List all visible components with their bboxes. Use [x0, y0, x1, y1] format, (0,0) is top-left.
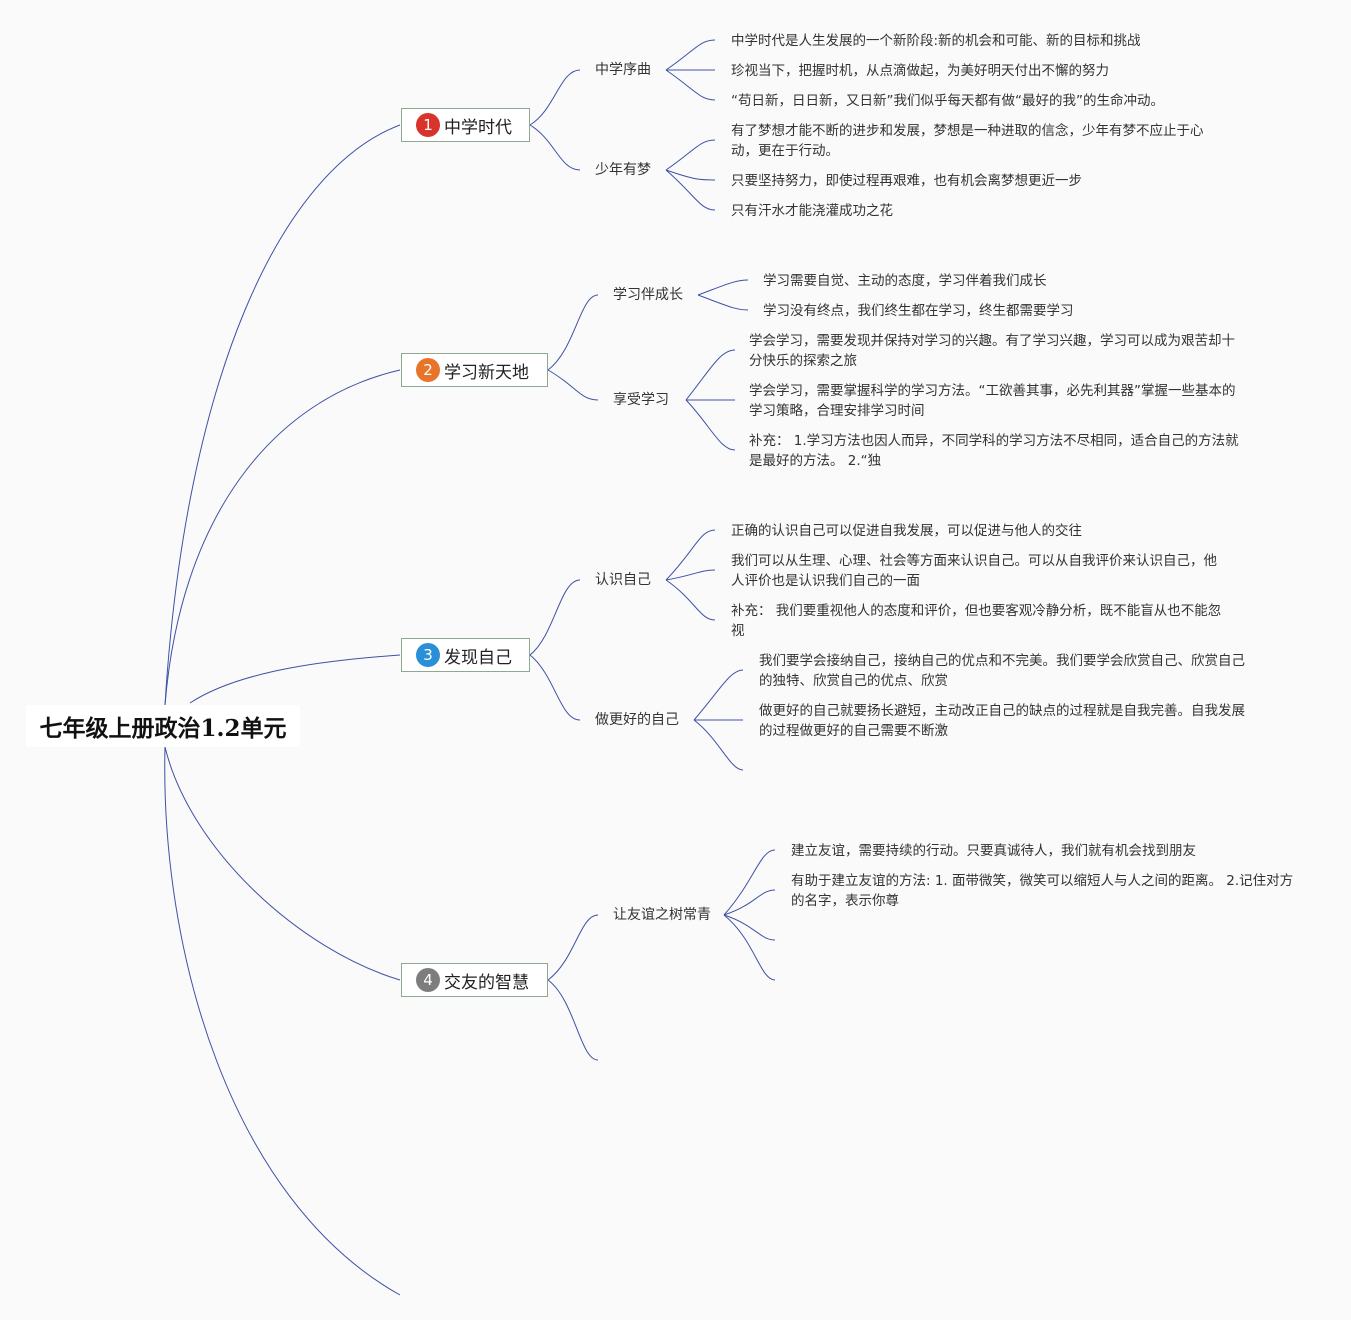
leaf-2-1-1[interactable]: 学习需要自觉、主动的态度，学习伴着我们成长	[763, 273, 1047, 289]
link-topic1-sub2	[529, 124, 581, 171]
link-t1s2-leaf3	[665, 169, 716, 211]
subtopic-3-2[interactable]: 做更好的自己	[595, 712, 679, 728]
leaf-1-1-1[interactable]: 中学时代是人生发展的一个新阶段:新的机会和可能、新的目标和挑战	[731, 33, 1141, 49]
number-badge-4: 4	[416, 968, 440, 992]
leaf-1-2-3[interactable]: 只有汗水才能浇灌成功之花	[731, 203, 893, 219]
link-t3s1-leaf3	[665, 579, 716, 621]
leaf-1-2-1[interactable]: 有了梦想才能不断的进步和发展，梦想是一种进取的信念，少年有梦不应止于心动，更在于…	[731, 123, 1204, 159]
topic-4[interactable]: 4 交友的智慧	[401, 963, 548, 997]
link-t1s2-leaf2	[665, 169, 716, 181]
link-root-topic-1	[164, 124, 401, 706]
root-title: 七年级上册政治1.2单元	[39, 715, 287, 742]
leaf-2-2-3[interactable]: 补充： 1.学习方法也因人而异，不同学科的学习方法不尽相同，适合自己的方法就是最…	[749, 433, 1239, 469]
number-badge-2: 2	[416, 358, 440, 382]
link-t2s2-leaf3	[685, 399, 736, 451]
link-topic3-sub2	[529, 654, 581, 721]
link-root-topic-3	[189, 654, 401, 704]
leaf-2-1-2[interactable]: 学习没有终点，我们终生都在学习，终生都需要学习	[763, 303, 1074, 319]
link-t3s1-leaf1	[665, 529, 716, 581]
number-badge-1: 1	[416, 113, 440, 137]
link-t1s1-leaf3	[665, 69, 716, 101]
link-topic4-sub1	[547, 914, 599, 981]
link-topic3-sub1	[529, 579, 581, 656]
leaf-2-2-1[interactable]: 学会学习，需要发现并保持对学习的兴趣。有了学习兴趣，学习可以成为艰苦却十分快乐的…	[749, 333, 1235, 369]
leaf-4-1-2[interactable]: 有助于建立友谊的方法: 1. 面带微笑，微笑可以缩短人与人之间的距离。 2.记住…	[791, 873, 1294, 909]
link-t4s1-leaf1	[723, 849, 776, 916]
link-t4s1-leaf3	[723, 914, 776, 941]
link-topic4-sub2	[547, 979, 599, 1061]
leaf-1-1-2[interactable]: 珍视当下，把握时机，从点滴做起，为美好明天付出不懈的努力	[731, 63, 1109, 79]
leaf-1-2-2[interactable]: 只要坚持努力，即使过程再艰难，也有机会离梦想更近一步	[731, 173, 1082, 189]
link-root-topic-4	[164, 746, 401, 981]
topic-4-label: 交友的智慧	[444, 972, 529, 993]
link-t4s1-leaf2	[723, 889, 776, 916]
topic-3[interactable]: 3 发现自己	[401, 638, 530, 672]
leaf-3-2-1[interactable]: 我们要学会接纳自己，接纳自己的优点和不完美。我们要学会欣赏自己、欣赏自己的独特、…	[759, 653, 1245, 689]
link-root-tail	[164, 746, 401, 1296]
topic-2[interactable]: 2 学习新天地	[401, 353, 548, 387]
link-t1s1-leaf1	[665, 39, 716, 71]
leaf-3-1-3[interactable]: 补充： 我们要重视他人的态度和评价，但也要客观冷静分析，既不能盲从也不能忽视	[731, 603, 1222, 639]
link-t2s2-leaf1	[685, 349, 736, 401]
leaf-3-2-2[interactable]: 做更好的自己就要扬长避短，主动改正自己的缺点的过程就是自我完善。自我发展的过程做…	[759, 703, 1245, 739]
topic-2-label: 学习新天地	[444, 362, 529, 383]
topic-1[interactable]: 1 中学时代	[401, 108, 530, 142]
link-t1s2-leaf1	[665, 139, 716, 171]
topic-1-label: 中学时代	[444, 117, 512, 138]
link-t2s1-leaf1	[697, 279, 749, 296]
link-t4s1-leaf4	[723, 914, 776, 981]
link-topic2-sub1	[547, 294, 599, 371]
subtopic-2-1[interactable]: 学习伴成长	[613, 287, 683, 303]
leaf-4-1-1[interactable]: 建立友谊，需要持续的行动。只要真诚待人，我们就有机会找到朋友	[791, 843, 1196, 859]
link-t3s1-leaf2	[665, 569, 716, 581]
leaf-1-1-3[interactable]: “苟日新，日日新，又日新”我们似乎每天都有做“最好的我”的生命冲动。	[731, 93, 1164, 109]
subtopic-4-1[interactable]: 让友谊之树常青	[613, 907, 711, 923]
link-topic2-sub2	[547, 369, 599, 401]
leaf-3-1-2[interactable]: 我们可以从生理、心理、社会等方面来认识自己。可以从自我评价来认识自己，他人评价也…	[731, 553, 1217, 589]
subtopic-1-1[interactable]: 中学序曲	[595, 62, 651, 78]
link-t3s2-leaf1	[693, 669, 744, 721]
subtopic-2-2[interactable]: 享受学习	[613, 392, 669, 408]
link-topic1-sub1	[529, 69, 581, 126]
subtopic-3-1[interactable]: 认识自己	[595, 572, 651, 588]
link-t2s1-leaf2	[697, 294, 749, 311]
subtopic-1-2[interactable]: 少年有梦	[595, 162, 651, 178]
link-t3s2-leaf3	[693, 719, 744, 771]
link-root-topic-2	[164, 369, 401, 706]
leaf-2-2-2[interactable]: 学会学习，需要掌握科学的学习方法。“工欲善其事，必先利其器”掌握一些基本的学习策…	[749, 383, 1236, 419]
topic-3-label: 发现自己	[444, 647, 512, 668]
leaf-3-1-1[interactable]: 正确的认识自己可以促进自我发展，可以促进与他人的交往	[731, 523, 1082, 539]
number-badge-3: 3	[416, 643, 440, 667]
root-topic[interactable]: 七年级上册政治1.2单元	[26, 705, 300, 747]
